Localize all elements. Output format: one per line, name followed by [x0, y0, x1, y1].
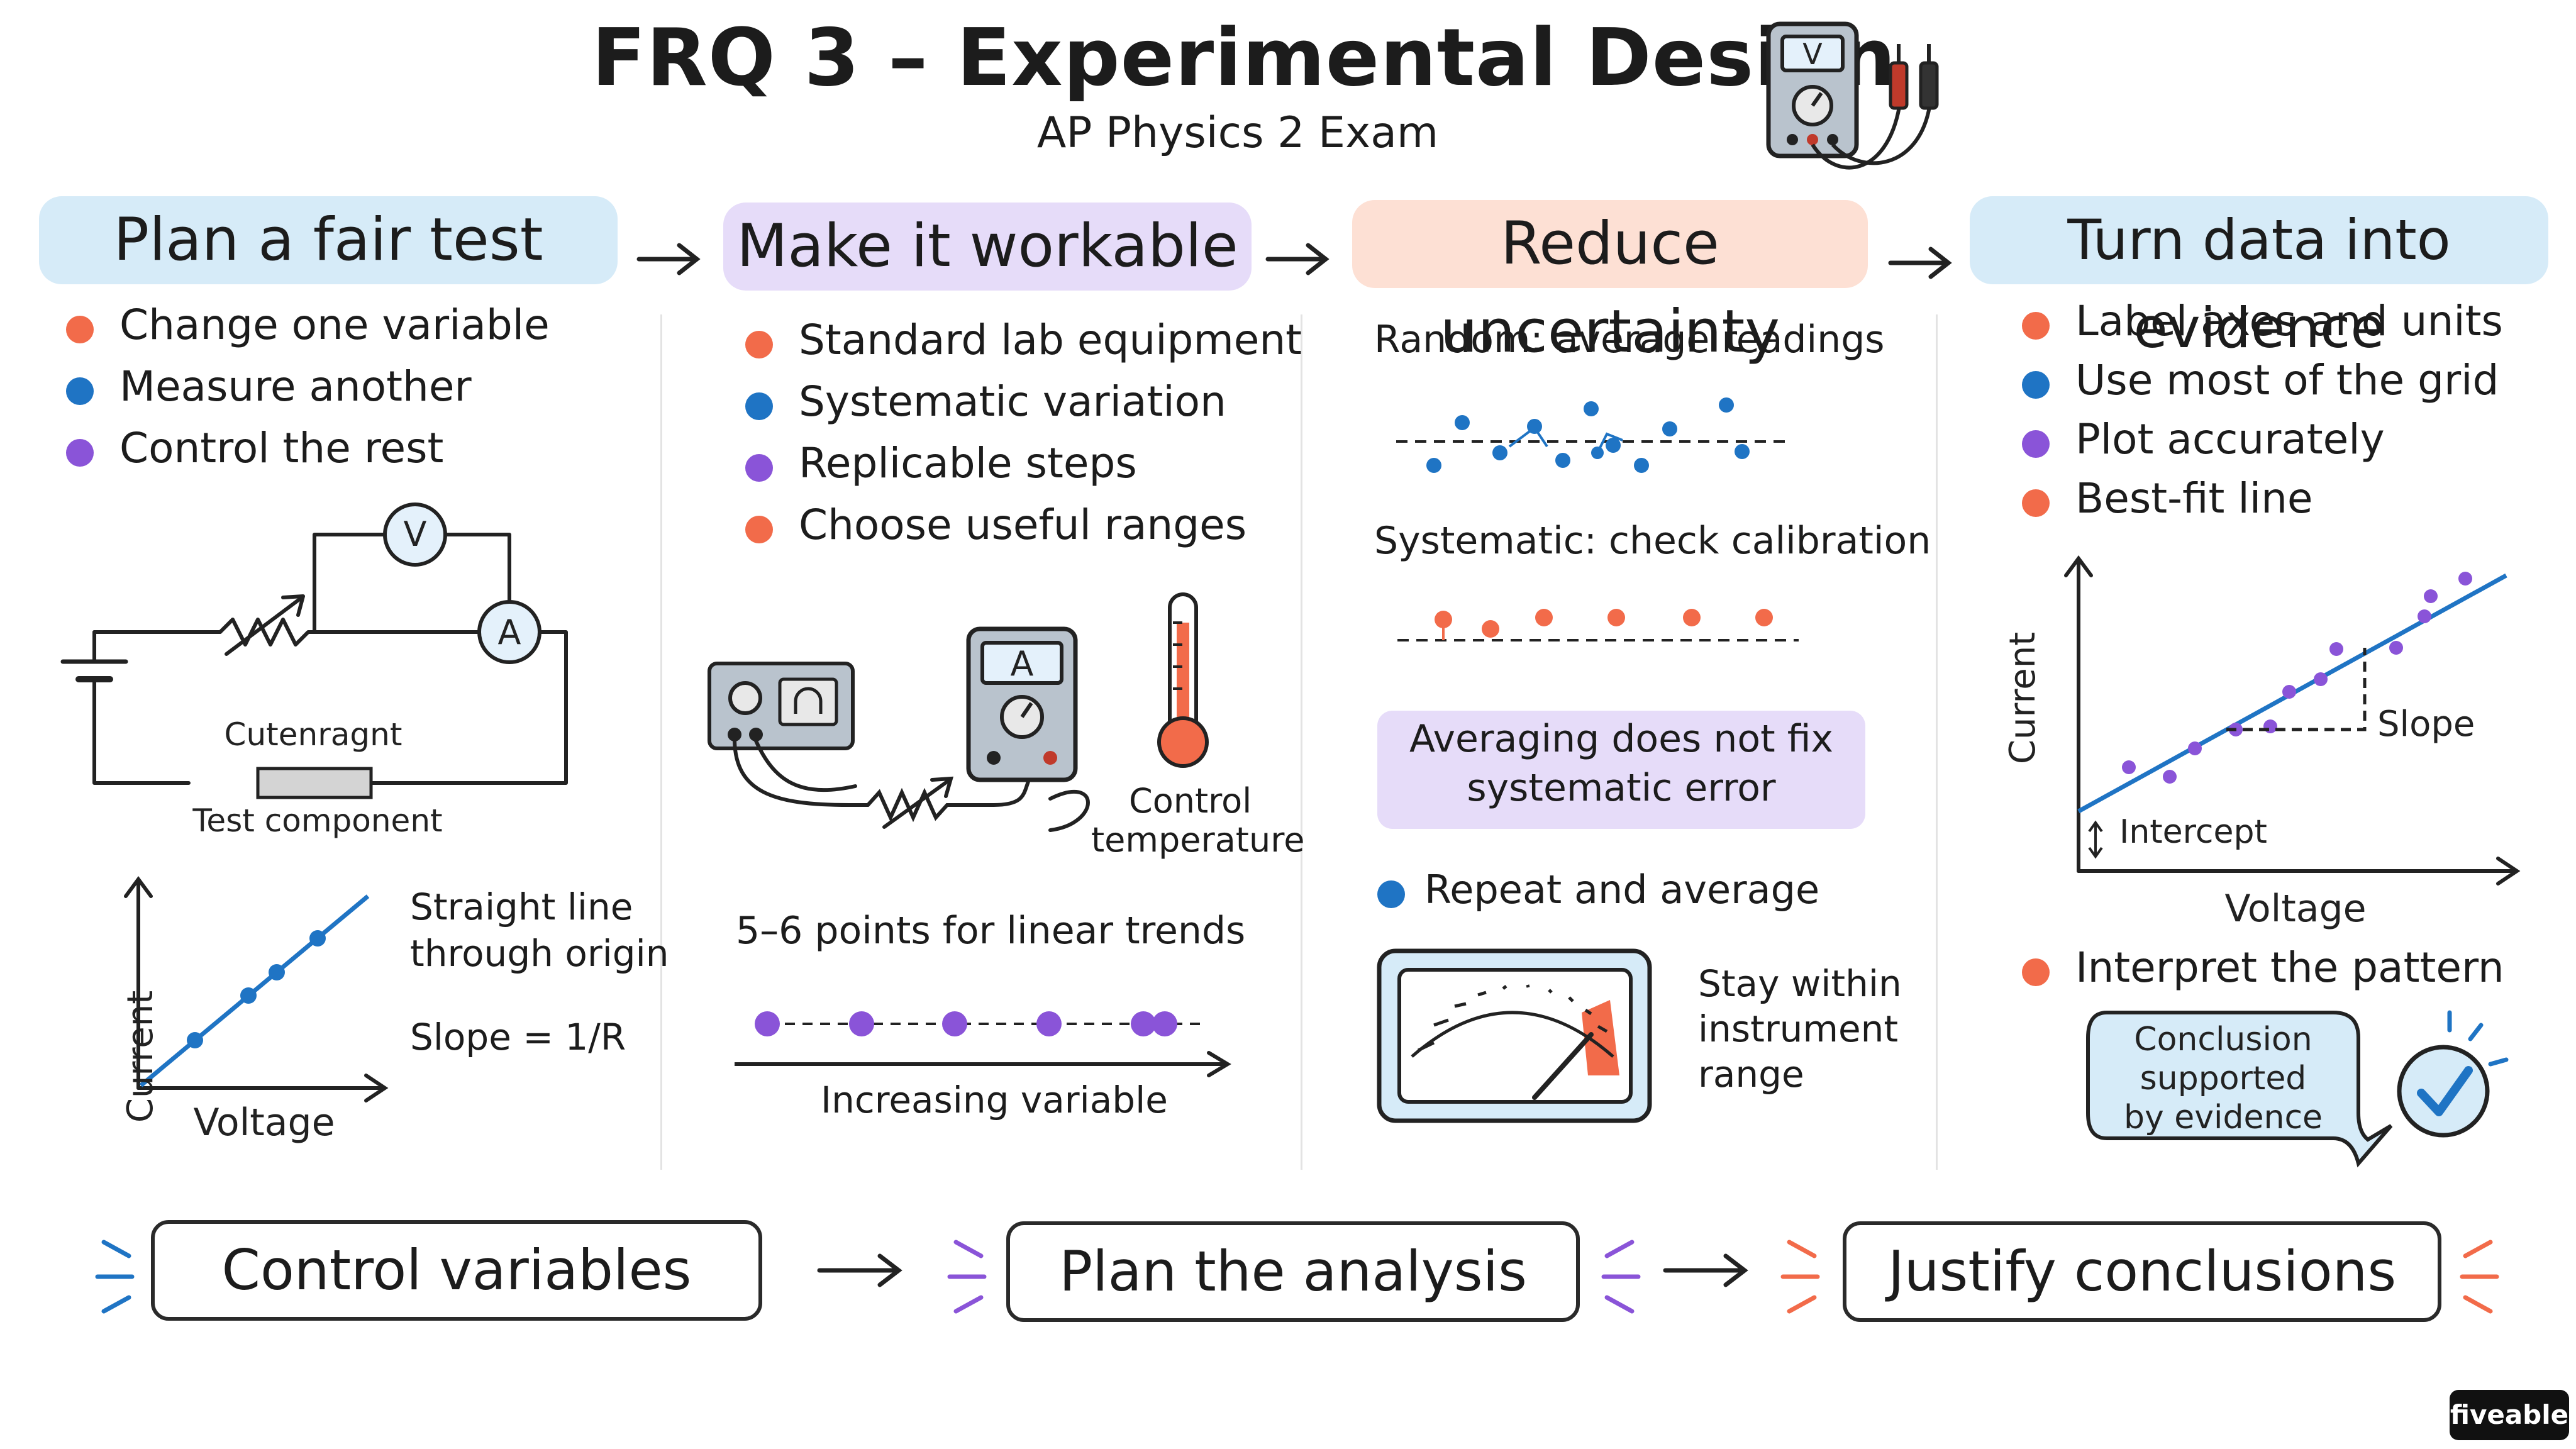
svg-text:Cutenragnt: Cutenragnt: [225, 716, 402, 753]
spark-icon: [947, 1240, 987, 1314]
arrow-icon: [1265, 243, 1330, 275]
range-label: range: [1698, 1053, 1804, 1096]
random-label: Random: average readings: [1374, 318, 1885, 362]
svg-text:by evidence: by evidence: [2124, 1099, 2323, 1136]
column-divider: [1301, 314, 1302, 1170]
systematic-error-plot: [1397, 609, 1799, 641]
svg-text:V: V: [1802, 37, 1823, 71]
svg-text:Voltage: Voltage: [193, 1101, 335, 1145]
range-label: instrument: [1698, 1008, 1899, 1050]
brand-logo: fiveable: [2450, 1390, 2569, 1440]
iv-graph: Current Voltage: [120, 875, 389, 1145]
svg-text:Current: Current: [120, 991, 161, 1123]
range-label: Stay within: [1698, 962, 1902, 1005]
graph-note: Straight line: [410, 886, 633, 928]
voltmeter-icon: [383, 502, 447, 567]
column-divider: [660, 314, 662, 1170]
control-label: Control: [1129, 781, 1252, 821]
arrow-icon: [1888, 247, 1952, 279]
heading-data-evidence: Turn data into evidence: [1970, 196, 2548, 360]
column-divider: [1936, 314, 1938, 1170]
svg-text:Conclusion: Conclusion: [2134, 1021, 2312, 1058]
control-label: temperature: [1091, 820, 1305, 860]
best-fit-graph: Slope Intercept Current Voltage: [2002, 555, 2521, 931]
lab-equipment-drawing: A: [708, 592, 1209, 832]
svg-text:Test component: Test component: [192, 802, 442, 839]
svg-text:supported: supported: [2140, 1060, 2307, 1097]
svg-text:A: A: [1011, 644, 1034, 684]
step-control-variables: Control variables: [151, 1220, 762, 1321]
svg-text:A: A: [498, 613, 521, 652]
svg-text:Current: Current: [2002, 632, 2043, 764]
graph-note: through origin: [410, 932, 669, 975]
spark-icon: [95, 1240, 135, 1314]
spark-icon: [1780, 1240, 1820, 1314]
arrow-icon: [636, 243, 701, 275]
heading-plan-fair-test: Plan a fair test: [39, 196, 618, 284]
svg-text:V: V: [404, 514, 427, 554]
arrow-icon: [817, 1253, 902, 1287]
svg-text:Slope: Slope: [2377, 704, 2475, 745]
spark-icon: [2460, 1240, 2499, 1314]
axis-label: Increasing variable: [821, 1079, 1168, 1121]
heading-reduce-uncertainty: Reduce uncertainty: [1352, 200, 1868, 366]
systematic-label: Systematic: check calibration: [1374, 519, 1931, 563]
points-label: 5–6 points for linear trends: [736, 909, 1246, 953]
arrow-icon: [1663, 1253, 1748, 1287]
heading-make-workable: Make it workable: [723, 203, 1252, 291]
test-component: [256, 767, 373, 799]
svg-text:Intercept: Intercept: [2119, 813, 2267, 851]
page-title: FRQ 3 – Experimental Design: [591, 11, 1897, 104]
slope-note: Slope = 1/R: [410, 1016, 626, 1058]
svg-text:Voltage: Voltage: [2224, 887, 2366, 931]
random-error-plot: [1396, 397, 1792, 473]
check-icon: [2397, 1010, 2509, 1138]
multimeter-icon: V: [1766, 21, 1939, 170]
ammeter-icon: [477, 600, 541, 664]
points-axis: [735, 1011, 1231, 1077]
page-subtitle: AP Physics 2 Exam: [1036, 108, 1439, 158]
averaging-callout: Averaging does not fix systematic error: [1377, 711, 1865, 829]
thermometer-icon: [1157, 592, 1209, 768]
circuit-diagram: V A Cutenragnt Test component: [60, 502, 568, 839]
step-justify-conclusions: Justify conclusions: [1843, 1221, 2441, 1322]
spark-icon: [1601, 1240, 1641, 1314]
speech-bubble: Conclusion supported by evidence: [2086, 1011, 2393, 1168]
step-plan-analysis: Plan the analysis: [1006, 1221, 1580, 1322]
gauge-icon: [1377, 948, 1652, 1123]
